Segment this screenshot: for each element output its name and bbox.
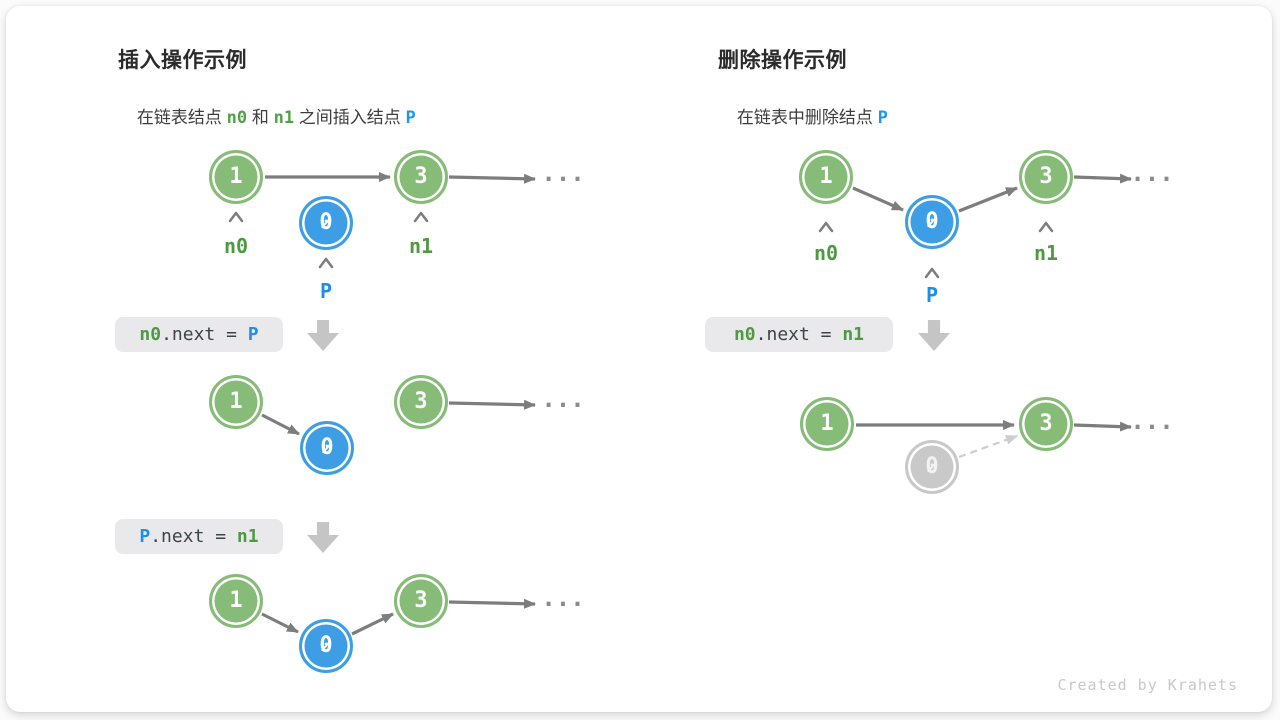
list-node-1: 1 bbox=[209, 150, 263, 204]
list-node-3: 3 bbox=[1019, 397, 1073, 451]
insert-step2-arrow-1-to-0 bbox=[261, 612, 299, 634]
pointer-label-n1: n1 bbox=[408, 234, 434, 258]
node-digit: 3 bbox=[414, 164, 428, 189]
code-mid: .next = bbox=[161, 324, 248, 345]
list-node-1: 1 bbox=[209, 574, 263, 628]
pointer-label-p: P bbox=[925, 283, 939, 307]
caret-n1-icon bbox=[1038, 221, 1054, 233]
delete-initial-arrow-1-to-0 bbox=[852, 186, 904, 212]
code-delete-step: n0.next = n1 bbox=[705, 317, 893, 352]
insert-initial-arrow-3-to-dots bbox=[448, 173, 536, 184]
list-node-p: 0 bbox=[905, 195, 959, 249]
down-arrow-icon bbox=[307, 522, 339, 553]
down-arrow-icon bbox=[307, 320, 339, 351]
ellipsis: ... bbox=[541, 385, 585, 413]
delete-initial-arrow-0-to-3 bbox=[958, 186, 1018, 213]
code-insert-step1: n0.next = P bbox=[115, 317, 283, 352]
list-node-1: 1 bbox=[800, 397, 854, 451]
insert-step2-arrow-3-to-dots bbox=[448, 598, 536, 609]
down-arrow-icon bbox=[918, 320, 950, 351]
list-node-1: 1 bbox=[799, 150, 853, 204]
list-node-3: 3 bbox=[394, 150, 448, 204]
diagram-card: 插入操作示例 在链表结点 n0 和 n1 之间插入结点 P 1 0 3 n0 n… bbox=[6, 6, 1272, 712]
node-digit: 1 bbox=[819, 164, 833, 189]
insert-step1-arrow-3-to-dots bbox=[448, 399, 536, 410]
subtitle-token-n0: n0 bbox=[226, 108, 248, 128]
ellipsis: ... bbox=[541, 159, 585, 187]
code-lhs: n0 bbox=[139, 324, 162, 345]
node-digit: 1 bbox=[229, 164, 243, 189]
list-node-p-removed: 0 bbox=[905, 440, 959, 494]
code-rhs: n1 bbox=[236, 526, 259, 547]
pointer-label-p: P bbox=[319, 279, 333, 303]
delete-initial-arrow-3-to-dots bbox=[1073, 173, 1132, 184]
pointer-label-n0: n0 bbox=[223, 234, 249, 258]
pointer-label-n1: n1 bbox=[1033, 241, 1059, 265]
list-node-3: 3 bbox=[394, 574, 448, 628]
subtitle-text: 在链表结点 bbox=[136, 108, 227, 127]
code-insert-step2: P.next = n1 bbox=[115, 519, 283, 554]
code-mid: .next = bbox=[755, 324, 843, 345]
list-node-p: 0 bbox=[299, 619, 353, 673]
subtitle-token-p: P bbox=[405, 108, 416, 128]
node-digit: 1 bbox=[229, 588, 243, 613]
delete-result-dashed-arrow-0-to-3 bbox=[958, 434, 1018, 459]
node-digit: 3 bbox=[1039, 164, 1053, 189]
code-rhs: P bbox=[247, 324, 259, 345]
delete-panel-subtitle: 在链表中删除结点 P bbox=[718, 83, 888, 148]
watermark-credit: Created by Krahets bbox=[1057, 676, 1238, 694]
list-node-3: 3 bbox=[394, 375, 448, 429]
ellipsis: ... bbox=[1130, 159, 1174, 187]
list-node-3: 3 bbox=[1019, 150, 1073, 204]
insert-step2-arrow-0-to-3 bbox=[351, 612, 394, 636]
pointer-label-n0: n0 bbox=[813, 241, 839, 265]
node-digit: 3 bbox=[414, 389, 428, 414]
list-node-1: 1 bbox=[209, 375, 263, 429]
node-digit: 1 bbox=[820, 411, 834, 436]
caret-n0-icon bbox=[228, 211, 244, 223]
diagram-stage: 插入操作示例 在链表结点 n0 和 n1 之间插入结点 P 1 0 3 n0 n… bbox=[6, 6, 1272, 712]
caret-n0-icon bbox=[818, 221, 834, 233]
code-lhs: P bbox=[139, 526, 151, 547]
subtitle-text: 和 bbox=[247, 108, 274, 127]
subtitle-text: 之间插入结点 bbox=[294, 108, 406, 127]
subtitle-token-n1: n1 bbox=[273, 108, 295, 128]
insert-panel-title: 插入操作示例 bbox=[118, 49, 247, 72]
caret-p-icon bbox=[318, 257, 334, 269]
code-mid: .next = bbox=[150, 526, 237, 547]
ellipsis: ... bbox=[1130, 407, 1174, 435]
list-node-p: 0 bbox=[300, 421, 354, 475]
node-digit: 3 bbox=[414, 588, 428, 613]
caret-n1-icon bbox=[413, 211, 429, 223]
node-digit: 1 bbox=[229, 389, 243, 414]
ellipsis: ... bbox=[541, 584, 585, 612]
insert-panel-subtitle: 在链表结点 n0 和 n1 之间插入结点 P bbox=[118, 83, 416, 148]
code-rhs: n1 bbox=[842, 324, 865, 345]
caret-p-icon bbox=[924, 267, 940, 279]
subtitle-token-p: P bbox=[877, 108, 888, 128]
code-lhs: n0 bbox=[733, 324, 756, 345]
subtitle-text: 在链表中删除结点 bbox=[736, 108, 878, 127]
node-digit: 3 bbox=[1039, 411, 1053, 436]
list-node-p: 0 bbox=[299, 196, 353, 250]
delete-result-arrow-3-to-dots bbox=[1073, 421, 1132, 432]
insert-step1-arrow-1-to-0 bbox=[261, 413, 300, 436]
delete-panel-title: 删除操作示例 bbox=[718, 49, 847, 72]
